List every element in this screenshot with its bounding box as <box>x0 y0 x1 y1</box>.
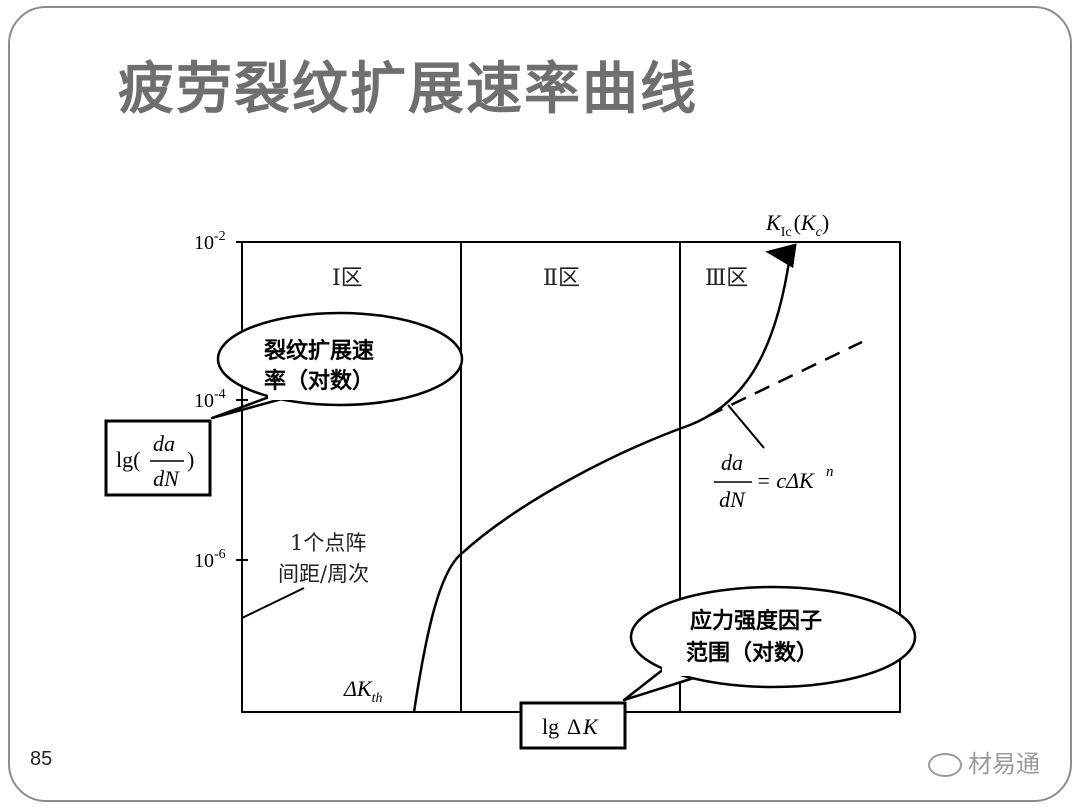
svg-text:= cΔK: = cΔK <box>756 468 815 493</box>
svg-text:): ) <box>187 447 194 472</box>
callout-growth-rate: 裂纹扩展速 率（对数） <box>210 311 464 420</box>
callout-growth-rate-line-1: 裂纹扩展速 <box>264 338 374 364</box>
svg-text:lg(: lg( <box>116 447 140 472</box>
wechat-icon <box>928 753 962 777</box>
region-label-1: Ⅰ区 <box>332 266 363 291</box>
watermark: 材易通 <box>928 744 1040 779</box>
y-tick-label-3: 10-6 <box>194 547 226 572</box>
region-label-3: Ⅲ区 <box>705 266 748 291</box>
callout-stress-line-2: 范围（对数） <box>686 640 818 666</box>
svg-text:da: da <box>721 450 743 475</box>
y-axis-label-box: lg( da dN ) <box>104 419 212 497</box>
paris-law-equation: da dN = cΔK n <box>714 450 834 512</box>
callout-growth-rate-line-2: 率（对数） <box>264 368 374 394</box>
page-number: 85 <box>30 748 53 770</box>
paris-law-extension-line <box>707 340 863 418</box>
slide-frame <box>8 6 1072 802</box>
x-axis-label-box: lg Δ K <box>519 701 627 750</box>
threshold-label: ΔKth <box>343 676 382 706</box>
y-tick-label-2: 10-4 <box>194 387 226 412</box>
watermark-text: 材易通 <box>968 750 1040 778</box>
callout-stress-line-1: 应力强度因子 <box>690 608 822 634</box>
svg-text:dN: dN <box>719 487 746 512</box>
paris-law-leader <box>727 404 765 449</box>
svg-text:K: K <box>582 714 599 739</box>
crack-growth-curve <box>412 243 797 713</box>
svg-text:n: n <box>826 464 834 480</box>
svg-text:Δ: Δ <box>567 714 581 739</box>
lattice-annotation-line-2: 间距/周次 <box>278 562 369 586</box>
y-tick-label-1: 10-2 <box>194 229 226 254</box>
svg-text:da: da <box>153 431 175 456</box>
callout-stress-intensity: 应力强度因子 范围（对数） <box>622 585 917 702</box>
slide-title: 疲劳裂纹扩展速率曲线 <box>118 57 698 122</box>
svg-text:lg: lg <box>542 714 559 739</box>
lattice-annotation-leader <box>241 587 305 619</box>
kic-label: KIc(Kc) <box>765 210 829 240</box>
region-label-2: Ⅱ区 <box>543 266 580 291</box>
svg-text:dN: dN <box>153 466 180 491</box>
lattice-annotation-line-1: 1个点阵 <box>290 531 366 555</box>
